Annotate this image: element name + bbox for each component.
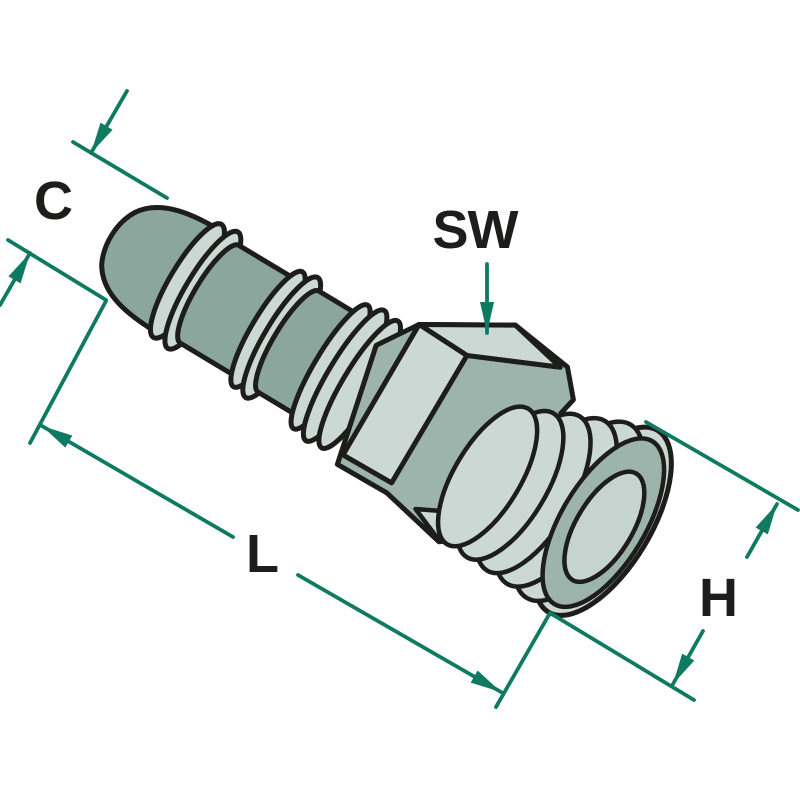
thread-turn-1 (435, 404, 540, 549)
dimension-h (548, 420, 800, 702)
l-dimension-line-right (296, 573, 503, 694)
hose-tail-body-1 (175, 242, 297, 379)
l-dimension-line-left (40, 424, 235, 539)
h-arrow-bottom (671, 629, 705, 686)
c-extension-line-bottom (6, 238, 108, 302)
dimension-label-l: L (246, 524, 279, 584)
c-arrow-bottom (0, 251, 32, 307)
l-extension-line-right (494, 611, 552, 709)
l-extension-line-left (28, 299, 108, 445)
c-arrow-top (89, 89, 129, 155)
dimension-label-c: C (34, 171, 73, 231)
end-face-bore (562, 469, 647, 585)
h-arrow-top (745, 502, 779, 559)
hex-front-face (340, 321, 470, 486)
h-extension-line-bottom (548, 611, 696, 702)
hose-tail-tip (99, 205, 221, 335)
h-extension-line-top (644, 420, 800, 512)
dimension-c (0, 89, 169, 307)
fitting-body (99, 205, 674, 618)
c-extension-line-top (71, 140, 169, 200)
dimension-label-sw: SW (432, 200, 519, 260)
dimension-l (28, 299, 552, 709)
dimension-label-h: H (699, 568, 738, 628)
